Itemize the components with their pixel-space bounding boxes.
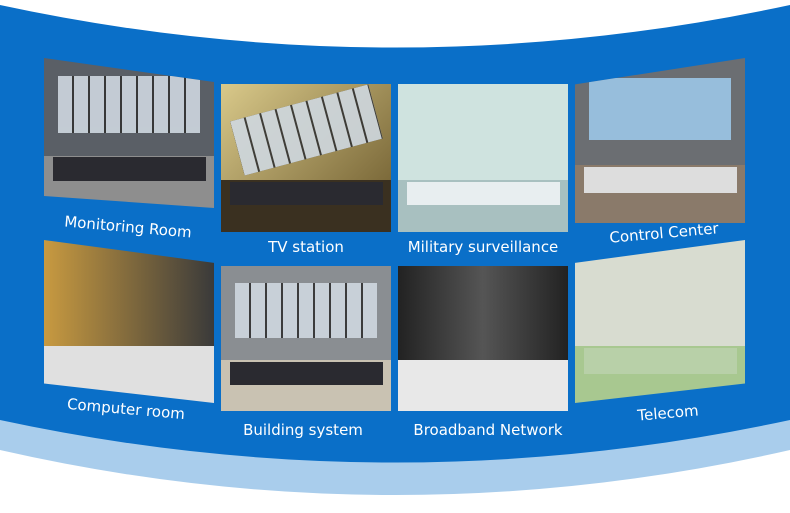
photo-control-center	[575, 58, 745, 223]
photo-monitoring-room	[44, 58, 214, 208]
photo-tv-station	[221, 84, 391, 232]
label-tv-station: TV station	[268, 238, 344, 256]
photo-building-system	[221, 266, 391, 411]
photo-broadband-network	[398, 266, 568, 411]
photo-military-surveillance	[398, 84, 568, 232]
label-building-system: Building system	[243, 421, 363, 439]
label-broadband-network: Broadband Network	[413, 421, 563, 439]
photo-computer-room	[44, 240, 214, 403]
photo-telecom	[575, 240, 745, 403]
label-military-surveillance: Military surveillance	[407, 238, 559, 256]
